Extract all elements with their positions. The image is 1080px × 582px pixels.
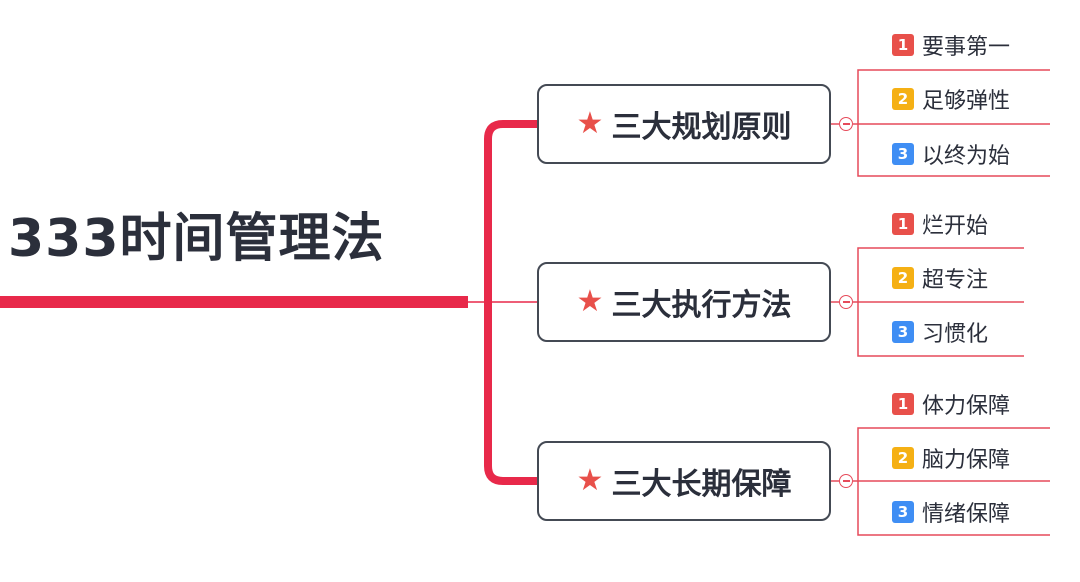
branch-topic-planning[interactable]: ★ 三大规划原则 bbox=[537, 84, 831, 164]
leaf-label: 习惯化 bbox=[922, 322, 989, 347]
leaf-bracket-1 bbox=[857, 69, 1050, 177]
leaf-topic[interactable]: 1 体力保障 bbox=[892, 389, 1010, 419]
collapse-toggle-icon[interactable] bbox=[839, 295, 853, 309]
leaf-bracket-2 bbox=[857, 247, 1024, 357]
collapse-toggle-icon[interactable] bbox=[839, 117, 853, 131]
leaf-topic[interactable]: 1 烂开始 bbox=[892, 209, 988, 239]
leaf-bracket-3 bbox=[857, 427, 1050, 536]
branch-label: 三大长期保障 bbox=[611, 467, 792, 502]
branch-label: 三大规划原则 bbox=[611, 110, 792, 145]
star-icon: ★ bbox=[576, 463, 604, 498]
leaf-label: 足够弹性 bbox=[922, 89, 1011, 114]
leaf-label: 烂开始 bbox=[922, 214, 989, 239]
leaf-topic[interactable]: 3 习惯化 bbox=[892, 317, 988, 347]
priority-2-icon: 2 bbox=[892, 88, 914, 110]
leaf-topic[interactable]: 1 要事第一 bbox=[892, 30, 1010, 60]
priority-2-icon: 2 bbox=[892, 267, 914, 289]
leaf-label: 脑力保障 bbox=[922, 448, 1011, 473]
leaf-topic[interactable]: 2 超专注 bbox=[892, 263, 988, 293]
leaf-label: 情绪保障 bbox=[922, 502, 1011, 527]
star-icon: ★ bbox=[576, 106, 604, 141]
priority-2-icon: 2 bbox=[892, 447, 914, 469]
leaf-label: 体力保障 bbox=[922, 394, 1011, 419]
root-topic[interactable]: 333时间管理法 bbox=[8, 209, 385, 269]
leaf-topic[interactable]: 2 足够弹性 bbox=[892, 84, 1010, 114]
star-icon: ★ bbox=[576, 284, 604, 319]
collapse-toggle-icon[interactable] bbox=[839, 474, 853, 488]
leaf-topic[interactable]: 3 以终为始 bbox=[892, 139, 1010, 169]
branch-topic-execution[interactable]: ★ 三大执行方法 bbox=[537, 262, 831, 342]
root-connector bbox=[0, 296, 468, 308]
trunk-connector bbox=[484, 120, 537, 485]
leaf-label: 超专注 bbox=[922, 268, 989, 293]
priority-1-icon: 1 bbox=[892, 393, 914, 415]
branch-label: 三大执行方法 bbox=[611, 288, 792, 323]
priority-3-icon: 3 bbox=[892, 501, 914, 523]
priority-3-icon: 3 bbox=[892, 143, 914, 165]
leaf-label: 要事第一 bbox=[922, 35, 1011, 60]
leaf-topic[interactable]: 3 情绪保障 bbox=[892, 497, 1010, 527]
priority-1-icon: 1 bbox=[892, 34, 914, 56]
priority-1-icon: 1 bbox=[892, 213, 914, 235]
leaf-topic[interactable]: 2 脑力保障 bbox=[892, 443, 1010, 473]
branch-topic-longterm[interactable]: ★ 三大长期保障 bbox=[537, 441, 831, 521]
leaf-label: 以终为始 bbox=[922, 144, 1011, 169]
priority-3-icon: 3 bbox=[892, 321, 914, 343]
